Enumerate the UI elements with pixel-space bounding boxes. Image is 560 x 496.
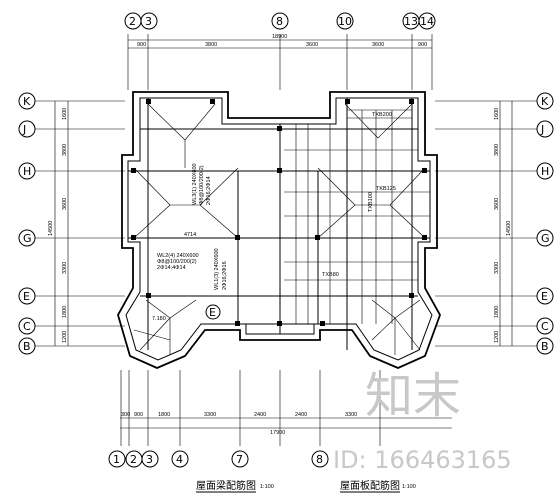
interior-axis-E: E — [205, 304, 221, 320]
beam-1-bars: 2Φ16;2Φ14 — [206, 176, 212, 205]
right-dim-1: 1600 — [494, 108, 500, 120]
bottom-dim-5: 2400 — [254, 412, 266, 418]
level-label: 7.180 — [152, 316, 166, 322]
beam-grid — [128, 98, 430, 350]
label-4714: 4714 — [184, 232, 196, 238]
left-dim-5: 1800 — [62, 306, 68, 318]
right-axis-H: H — [541, 165, 549, 178]
left-axis-J: J — [22, 123, 26, 136]
slab-label-3: TXB100 — [368, 192, 374, 212]
bottom-axis-7: 7 — [236, 453, 243, 466]
bottom-dim-total: 17900 — [270, 430, 285, 436]
top-dim-2: 3800 — [205, 42, 217, 48]
left-dim-1: 1600 — [62, 108, 68, 120]
left-axis-system: K J H G E C B 1600 3800 3600 3300 1800 1… — [18, 92, 125, 355]
bottom-dim-7: 3300 — [345, 412, 357, 418]
left-axis-G: G — [23, 232, 32, 245]
top-dim-4: 3600 — [372, 42, 384, 48]
right-dim-total: 14500 — [506, 221, 512, 236]
columns — [131, 99, 427, 326]
watermark-id: ID: 166463165 — [333, 446, 512, 474]
beam-3-bars: 2Φ16;2Φ16 — [222, 261, 228, 290]
bottom-axis-bubbles: 1 2 3 4 7 8 — [108, 450, 329, 468]
left-dim-total: 14500 — [48, 221, 54, 236]
watermark-brand: 知末 — [365, 368, 461, 424]
bottom-axis-2: 2 — [130, 453, 137, 466]
bottom-dimension-chain: 300 900 1800 3300 2400 2400 3300 17900 — [120, 370, 452, 446]
right-axis-K: K — [541, 95, 549, 108]
right-dim-4: 3300 — [494, 262, 500, 274]
roof-ridges-left — [133, 103, 239, 355]
watermark: 知末 ID: 166463165 — [333, 368, 512, 474]
top-axis-8: 8 — [276, 15, 283, 28]
left-axis-H: H — [23, 165, 31, 178]
left-axis-B: B — [23, 340, 31, 353]
drawing-titles: 屋面梁配筋图 1:100 屋面板配筋图 1:100 — [196, 479, 416, 493]
top-dim-total: 18900 — [272, 34, 287, 40]
beam-1-stirrup: Φ8@100/200(2) — [199, 165, 205, 205]
left-dim-3: 3600 — [62, 198, 68, 210]
left-title-scale: 1:100 — [260, 484, 274, 490]
beam-2-bars: 2Φ14;4Φ14 — [157, 265, 186, 271]
slab-label-2: TKB125 — [376, 186, 396, 192]
bottom-dim-4: 3300 — [204, 412, 216, 418]
left-dim-2: 3800 — [62, 144, 68, 156]
beam-3-label: WL1(3) 240X600 — [214, 248, 220, 290]
bottom-axis-3: 3 — [146, 453, 153, 466]
bottom-axis-1: 1 — [113, 453, 120, 466]
slab-label-1: TXB200 — [372, 112, 392, 118]
bottom-dim-2: 900 — [134, 412, 143, 418]
left-axis-C: C — [23, 320, 31, 333]
beam-2-stirrup: Φ8@100/200(2) — [157, 259, 197, 265]
top-dim-1: 900 — [137, 42, 146, 48]
beam-1-label: WL3(1) 240X600 — [192, 163, 198, 205]
top-axis-bubbles: 2 3 8 10 13 14 — [124, 12, 436, 30]
right-axis-C: C — [541, 320, 549, 333]
left-title: 屋面梁配筋图 — [196, 479, 256, 492]
left-dim-4: 3300 — [62, 262, 68, 274]
top-axis-3: 3 — [145, 15, 152, 28]
top-dim-5: 900 — [418, 42, 427, 48]
top-axis-2: 2 — [129, 15, 136, 28]
beam-annotations: WL3(1) 240X600 Φ8@100/200(2) 2Φ16;2Φ14 4… — [152, 112, 396, 322]
left-dim-6: 1200 — [62, 331, 68, 343]
right-axis-system: K J H G E C B 1600 3800 3600 3300 1800 1… — [435, 92, 554, 355]
top-dimension-chain: 900 3800 3600 3600 900 18900 — [127, 34, 433, 90]
bottom-dim-6: 2400 — [295, 412, 307, 418]
right-axis-J: J — [540, 123, 544, 136]
right-axis-G: G — [541, 232, 550, 245]
top-axis-13: 13 — [404, 15, 418, 28]
bottom-dim-1: 300 — [121, 412, 130, 418]
right-dim-2: 3800 — [494, 144, 500, 156]
top-axis-14: 14 — [420, 15, 434, 28]
bottom-dim-3: 1800 — [158, 412, 170, 418]
bottom-axis-4: 4 — [176, 453, 183, 466]
right-dim-5: 1800 — [494, 306, 500, 318]
top-dim-3: 3600 — [306, 42, 318, 48]
right-dim-3: 3600 — [494, 198, 500, 210]
roof-ridges-right — [317, 103, 426, 355]
bottom-axis-8: 8 — [316, 453, 323, 466]
right-dim-6: 1200 — [494, 331, 500, 343]
interior-axis-label: E — [209, 306, 216, 319]
right-axis-B: B — [541, 340, 549, 353]
slab-label-4: TXB80 — [322, 272, 339, 278]
top-axis-10: 10 — [338, 15, 352, 28]
beam-2-label: WL2(4) 240X600 — [157, 253, 199, 259]
right-axis-E: E — [541, 290, 548, 303]
left-axis-K: K — [23, 95, 31, 108]
right-title: 屋面板配筋图 — [340, 479, 400, 492]
right-title-scale: 1:100 — [402, 484, 416, 490]
left-axis-E: E — [23, 290, 30, 303]
